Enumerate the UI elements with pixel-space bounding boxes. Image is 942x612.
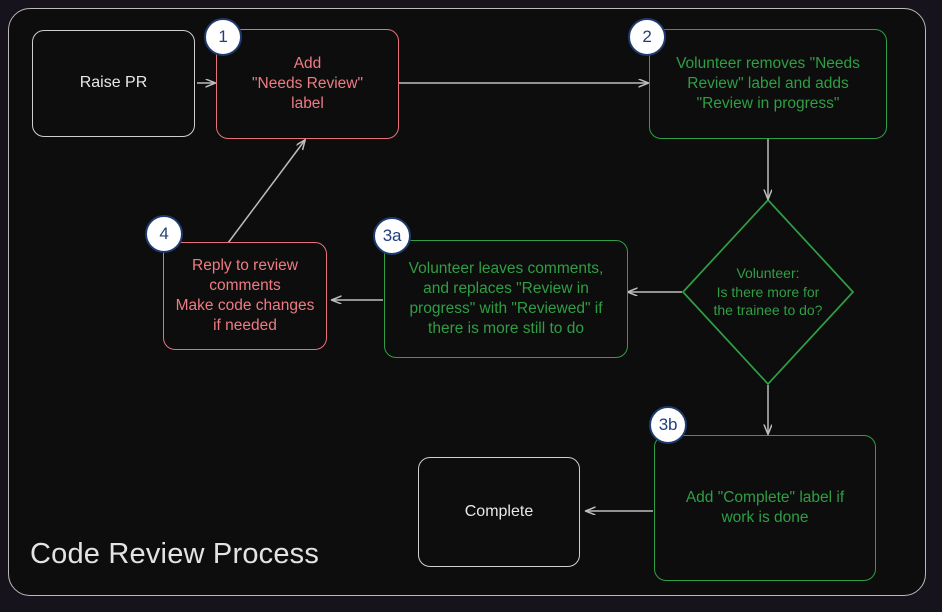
step-badge-2-text: 2 <box>642 27 652 46</box>
step-badge-3b-text: 3b <box>658 415 678 434</box>
volunteer-leaves-comments-label: Volunteer leaves comments, and replaces … <box>408 259 604 338</box>
add-complete-label-node[interactable]: Add "Complete" label if work is done <box>654 435 876 581</box>
step-badge-4[interactable]: 4 <box>145 215 183 253</box>
add-needs-review-label: Add "Needs Review" label <box>252 54 363 113</box>
complete-node[interactable]: Complete <box>418 457 580 567</box>
decision-more-work-node[interactable]: Volunteer: Is there more for the trainee… <box>693 242 843 342</box>
step-badge-1-text: 1 <box>218 27 228 46</box>
add-needs-review-label-node[interactable]: Add "Needs Review" label <box>216 29 399 139</box>
step-badge-3a-text: 3a <box>382 226 402 245</box>
reply-to-review-comments-node[interactable]: Reply to review comments Make code chang… <box>163 242 327 350</box>
diagram-title: Code Review Process <box>30 538 320 570</box>
decision-more-work-label: Volunteer: Is there more for the trainee… <box>713 265 823 319</box>
raise-pr-label: Raise PR <box>79 74 148 92</box>
volunteer-leaves-comments-node[interactable]: Volunteer leaves comments, and replaces … <box>384 240 628 358</box>
reply-to-review-comments-label: Reply to review comments Make code chang… <box>175 256 315 335</box>
step-badge-1[interactable]: 1 <box>204 18 242 56</box>
complete-label: Complete <box>464 502 534 520</box>
raise-pr-node[interactable]: Raise PR <box>32 30 195 137</box>
step-badge-2[interactable]: 2 <box>628 18 666 56</box>
step-badge-4-text: 4 <box>159 224 169 243</box>
add-complete-label: Add "Complete" label if work is done <box>685 488 845 526</box>
step-badge-3b[interactable]: 3b <box>649 406 687 444</box>
volunteer-removes-needs-review-label: Volunteer removes "Needs Review" label a… <box>676 54 860 113</box>
step-badge-3a[interactable]: 3a <box>373 217 411 255</box>
volunteer-removes-needs-review-node[interactable]: Volunteer removes "Needs Review" label a… <box>649 29 887 139</box>
